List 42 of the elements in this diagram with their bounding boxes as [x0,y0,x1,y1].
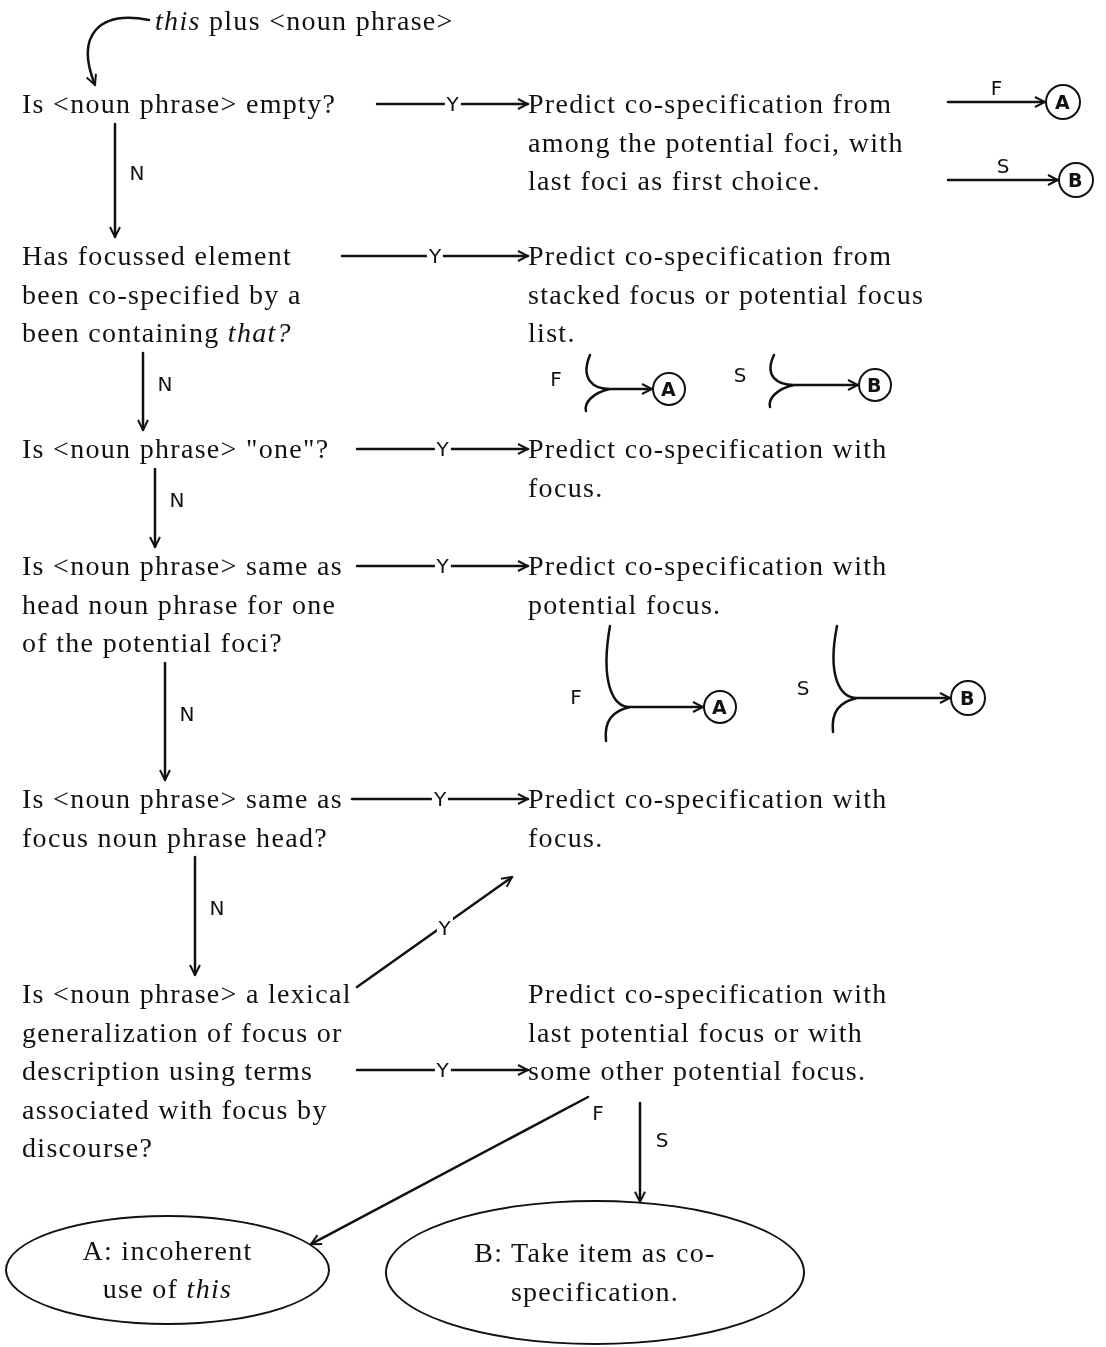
step-text: this plus <noun phrase> [155,2,500,41]
step-text: Predict co-specification with last potential focus or with some other potential focus. [528,975,928,1091]
arrow [768,353,860,409]
arrow [946,96,1047,108]
arrow [946,174,1060,186]
arrow [634,1101,646,1203]
arrow [189,855,201,977]
arrow [309,1095,590,1246]
arrow [584,353,654,413]
arrow [604,624,705,743]
terminal-ellipse: B: Take item as co-specification. [385,1200,805,1345]
arrow [137,351,149,432]
circled-letter: B [858,368,892,402]
arrow [355,875,514,989]
arrow [340,250,530,262]
step-text: Predict co-specification with focus. [528,780,928,857]
step-text: Is <noun phrase> same as head noun phrase for one of the potential foci? [22,547,357,663]
arrow [355,560,530,572]
arrow [86,16,151,87]
circled-letter: A [1045,84,1081,120]
arrow [355,443,530,455]
arrow [109,122,121,239]
step-text: Predict co-specification from stacked focus or potential focus list. [528,237,928,353]
circled-letter: A [652,372,686,406]
arrow [350,793,530,805]
circled-letter: B [1058,162,1094,198]
step-text: Is <noun phrase> empty? [22,85,377,124]
step-text: Predict co-specification with focus. [528,430,928,507]
step-text: Is <noun phrase> "one"? [22,430,357,469]
arrow [159,661,171,782]
terminal-ellipse: A: incoherent use of this [5,1215,330,1325]
step-text: Has focussed element been co-specified by a been containing that? [22,237,342,353]
circled-letter: A [703,690,737,724]
step-text: Is <noun phrase> same as focus noun phrase head? [22,780,352,857]
step-text: Predict co-specification with potential focus. [528,547,928,624]
arrow [149,467,161,549]
arrow [831,624,952,734]
circled-letter: B [950,680,986,716]
step-text: Is <noun phrase> a lexical generalization of focus or description using terms associated with focus by discourse? [22,975,357,1168]
arrow [355,1064,530,1076]
arrow [375,98,530,110]
step-text: Predict co-specification from among the potential foci, with last foci as first choice. [528,85,948,201]
